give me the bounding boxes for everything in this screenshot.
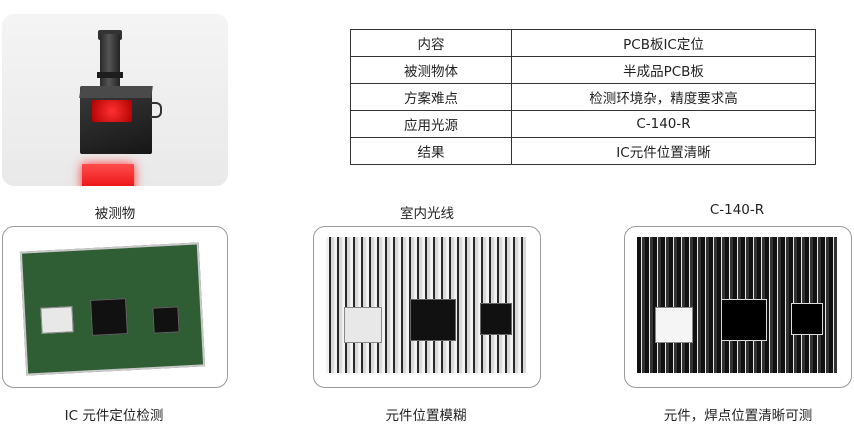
table-row: 应用光源 C-140-R — [350, 110, 816, 138]
light-cable — [150, 102, 162, 118]
ic-chip — [480, 303, 512, 335]
chip-label — [344, 307, 382, 343]
row-key: 结果 — [350, 137, 512, 165]
red-light-spot — [82, 164, 134, 186]
row-key: 方案难点 — [350, 83, 512, 111]
ic-chip — [90, 298, 128, 336]
ic-chip — [410, 299, 456, 341]
row-value: C-140-R — [511, 110, 816, 138]
caption-light-model: C-140-R — [709, 202, 765, 218]
light-source-top — [79, 86, 153, 98]
camera-lens-ring — [97, 72, 123, 78]
spec-table: 内容 PCB板IC定位 被测物体 半成品PCB板 方案难点 检测环境杂，精度要求… — [350, 29, 816, 165]
ic-chip — [721, 299, 767, 341]
caption-photo2: 元件位置模糊 — [385, 408, 467, 424]
pcb-indoor-photo — [313, 226, 541, 388]
light-source-render — [2, 14, 228, 186]
row-value: PCB板IC定位 — [511, 29, 816, 57]
table-row: 结果 IC元件位置清晰 — [350, 137, 816, 165]
row-key: 应用光源 — [350, 110, 512, 138]
pcb-color-photo — [2, 226, 228, 388]
table-row: 被测物体 半成品PCB板 — [350, 56, 816, 84]
row-value: IC元件位置清晰 — [511, 137, 816, 165]
chip-label — [655, 307, 693, 343]
camera-lens — [100, 34, 120, 90]
caption-photo3: 元件，焊点位置清晰可测 — [663, 408, 813, 424]
pcb-c140r-photo — [624, 226, 852, 388]
row-key: 被测物体 — [350, 56, 512, 84]
table-row: 内容 PCB板IC定位 — [350, 29, 816, 57]
table-row: 方案难点 检测环境杂，精度要求高 — [350, 83, 816, 111]
row-key: 内容 — [350, 29, 512, 57]
row-value: 半成品PCB板 — [511, 56, 816, 84]
ic-chip — [791, 303, 823, 335]
caption-object: 被测物 — [94, 206, 136, 222]
light-source-window — [92, 100, 132, 122]
chip-label — [40, 306, 74, 334]
row-value: 检测环境杂，精度要求高 — [511, 83, 816, 111]
ic-chip — [152, 306, 180, 334]
caption-indoor-light: 室内光线 — [400, 206, 454, 222]
caption-photo1: IC 元件定位检测 — [64, 408, 164, 424]
